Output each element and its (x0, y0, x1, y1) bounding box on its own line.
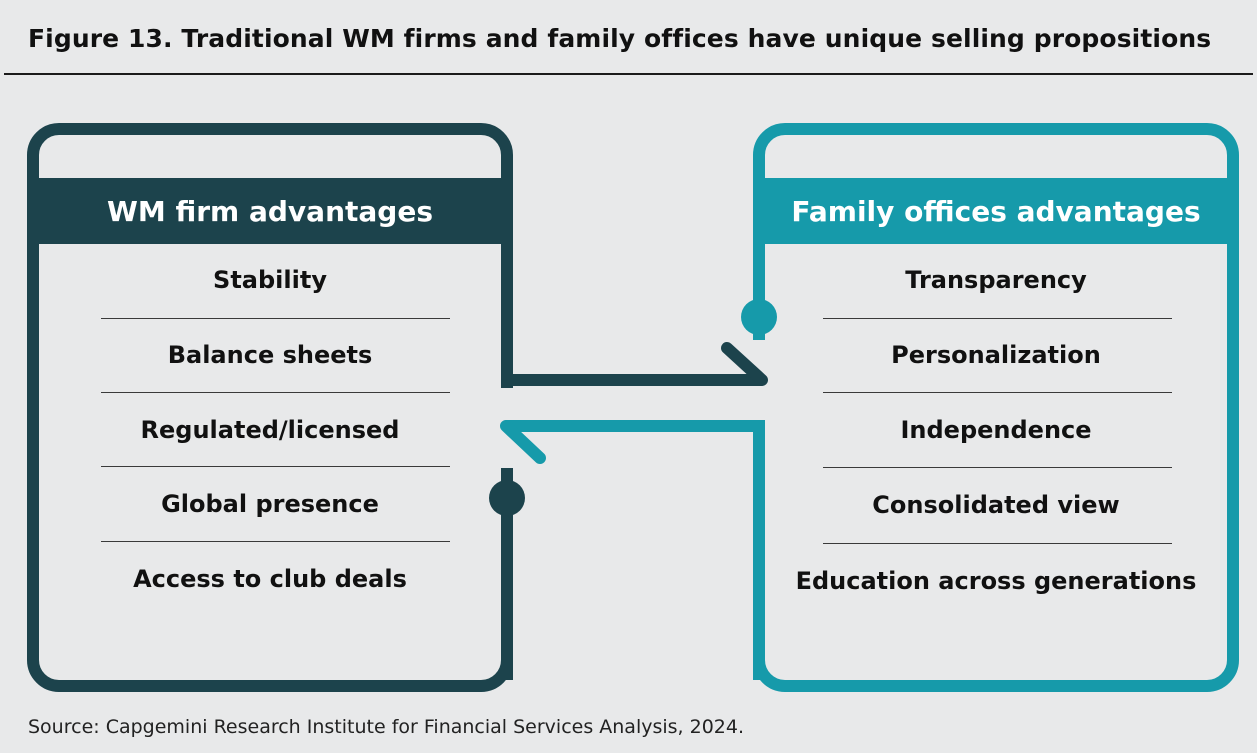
family-arrow-head (500, 420, 546, 464)
family-connector-dot (741, 299, 777, 335)
title-underline (4, 73, 1253, 75)
wm-item: Access to club deals (133, 565, 407, 593)
wm-item: Global presence (161, 490, 379, 518)
family-item: Transparency (905, 266, 1087, 294)
wm-item: Stability (213, 266, 327, 294)
wm-arrow-head (721, 342, 768, 386)
family-panel-heading: Family offices advantages (765, 178, 1227, 244)
wm-divider (101, 318, 450, 319)
family-divider (823, 392, 1172, 393)
family-item: Independence (900, 416, 1092, 444)
wm-to-family-arrow (501, 240, 762, 386)
figure-title: Figure 13. Traditional WM firms and fami… (28, 24, 1212, 53)
family-to-wm-arrow (506, 420, 765, 680)
family-divider (823, 543, 1172, 544)
source-note: Source: Capgemini Research Institute for… (28, 716, 745, 738)
wm-connector-dot (489, 480, 525, 516)
wm-panel-heading: WM firm advantages (39, 178, 501, 244)
family-item: Education across generations (795, 567, 1197, 595)
family-item: Personalization (891, 341, 1101, 369)
wm-divider (101, 466, 450, 467)
wm-item: Balance sheets (167, 341, 373, 369)
family-item: Consolidated view (872, 491, 1120, 519)
family-divider (823, 318, 1172, 319)
wm-divider (101, 541, 450, 542)
wm-divider (101, 392, 450, 393)
wm-item: Regulated/licensed (140, 416, 400, 444)
family-divider (823, 467, 1172, 468)
